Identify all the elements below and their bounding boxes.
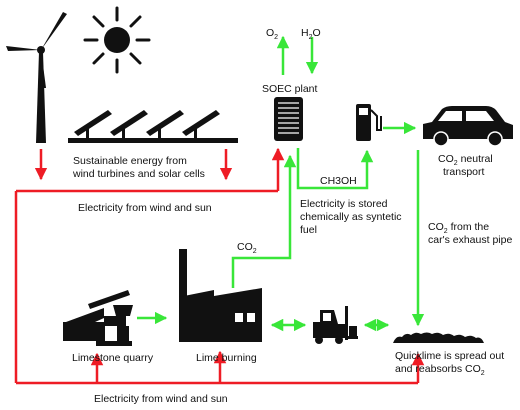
stored-label-line3: fuel [300,224,317,236]
lime-burning-factory-icon [179,249,262,342]
lime-burning-label: Lime burning [196,352,257,364]
electricity-arrows [14,147,425,385]
car-icon [423,106,513,147]
soec-plant-label: SOEC plant [262,83,318,95]
ch3oh-label: CH3OH [320,175,357,187]
electricity-top-label: Electricity from wind and sun [78,202,212,214]
o2-label: O2 [266,27,278,41]
co2-arrows [137,35,425,332]
co2-car-label-line2: car's exhaust pipe [428,234,512,246]
co2-neutral-label: CO2 neutral [438,153,493,167]
electricity-bottom-label: Electricity from wind and sun [94,393,228,405]
forklift-icon [313,306,358,344]
quicklime-label-line1: Quicklime is spread out [395,350,504,362]
limestone-quarry-icon [63,290,133,346]
sustainable-energy-label-line2: wind turbines and solar cells [72,168,205,180]
sun-icon [83,6,151,74]
soec-plant-icon [274,97,303,141]
limestone-quarry-label: Limestone quarry [72,352,154,364]
factory-co2-label: CO2 [237,241,257,255]
ch3oh-arrow [296,148,374,190]
wind-turbine-icon [6,12,67,143]
quicklime-label-line2: and reabsorbs CO2 [395,363,485,377]
factory-co2-arrow [231,154,297,288]
fuel-pump-icon [356,104,382,141]
sustainable-energy-label-line1: Sustainable energy from [73,155,187,167]
stored-label-line1: Electricity is stored [300,198,388,210]
solar-cells-icon [68,110,238,143]
stored-label-line2: chemically as syntetic [300,211,402,223]
h2o-label: H2O [301,27,321,41]
co2-car-label-line1: CO2 from the [428,221,489,235]
transport-label: transport [443,166,485,178]
quicklime-pile-icon [393,332,484,343]
